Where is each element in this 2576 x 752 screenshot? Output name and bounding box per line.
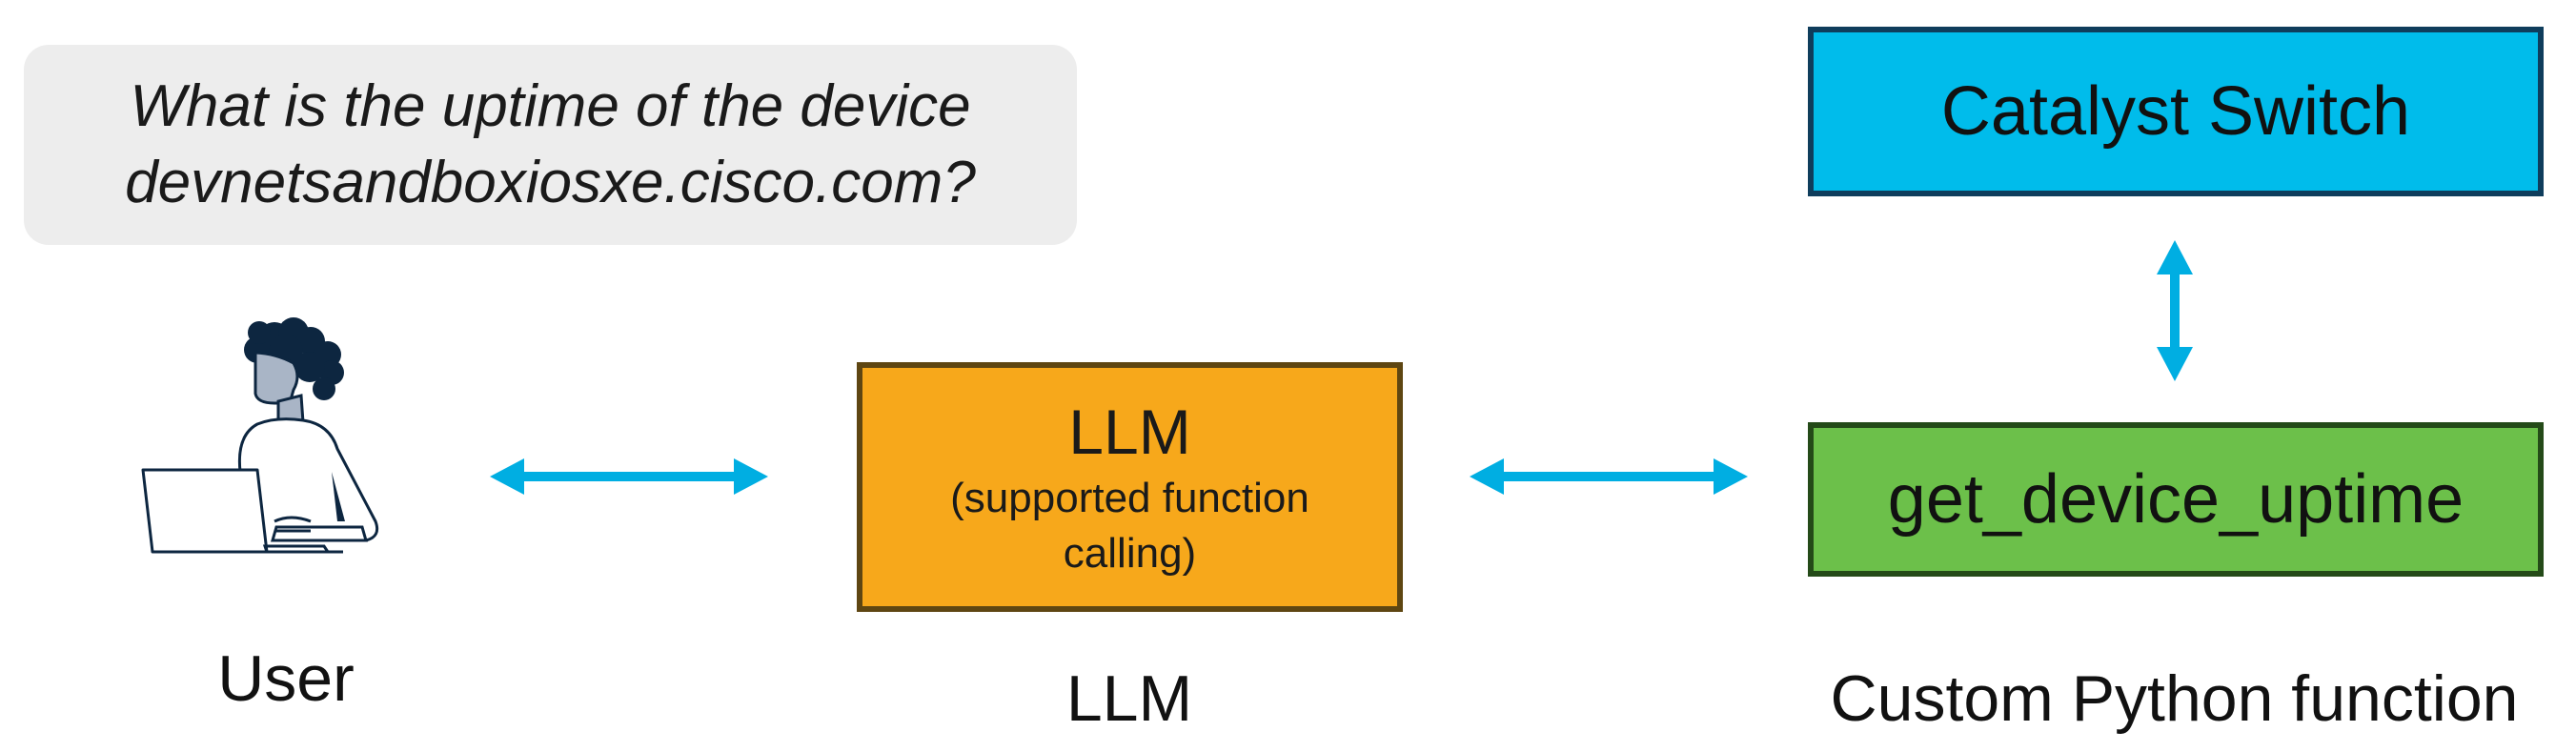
llm-box-subtitle-line-1: (supported function	[950, 475, 1309, 521]
function-box: get_device_uptime	[1808, 422, 2544, 577]
switch-function-arrow	[2157, 240, 2193, 381]
function-caption: Custom Python function	[1830, 662, 2519, 735]
question-line-1: What is the uptime of the device	[130, 73, 971, 139]
catalyst-switch-label: Catalyst Switch	[1940, 73, 2411, 150]
llm-box-subtitle-line-2: calling)	[1063, 530, 1197, 577]
question-bubble: What is the uptime of the device devnets…	[24, 45, 1077, 245]
llm-function-arrow	[1470, 458, 1748, 495]
llm-caption: LLM	[1065, 662, 1193, 735]
function-box-label: get_device_uptime	[1887, 461, 2464, 538]
llm-box: LLM (supported function calling)	[857, 362, 1403, 612]
person-at-laptop-icon	[141, 317, 379, 554]
catalyst-switch-box: Catalyst Switch	[1808, 27, 2544, 196]
llm-box-title: LLM	[1068, 396, 1191, 467]
user-caption: User	[217, 642, 355, 715]
question-line-2: devnetsandboxiosxe.cisco.com?	[125, 150, 976, 215]
user-llm-arrow	[490, 458, 768, 495]
